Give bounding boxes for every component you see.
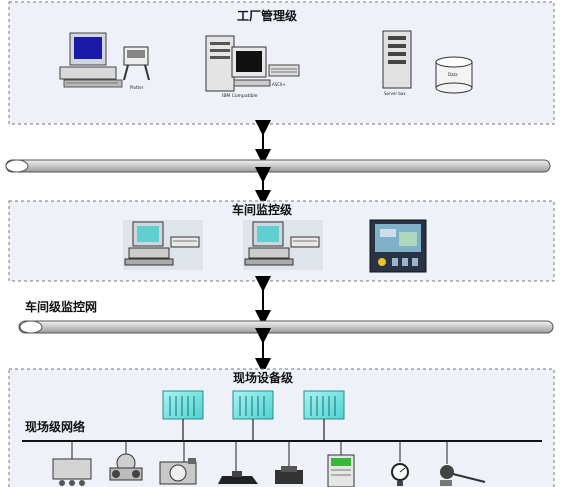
pc-label: IBM Compatible bbox=[222, 93, 258, 99]
server-label: Server box bbox=[384, 91, 406, 96]
hmi-panel-icon bbox=[369, 219, 427, 273]
io-module-3-icon bbox=[303, 390, 345, 420]
pc-keyboard-icon: ASCII+ bbox=[268, 64, 300, 87]
factory-level-title: 工厂管理级 bbox=[237, 8, 297, 23]
field-level-band: 现场设备级 现场级网络 bbox=[8, 368, 555, 487]
field-device-sensor-icon bbox=[218, 471, 258, 484]
field-device-flowmeter-icon bbox=[159, 458, 197, 485]
field-device-gauge-icon bbox=[391, 463, 409, 486]
server-icon: Server box bbox=[382, 30, 412, 96]
workstation-icon bbox=[59, 32, 123, 88]
database-icon: Data bbox=[435, 56, 473, 94]
plotter-icon: Plotter bbox=[123, 46, 150, 90]
plant-bus-pipe bbox=[5, 159, 551, 173]
workshop-bus-pipe bbox=[18, 320, 554, 334]
operator-station-2-icon bbox=[243, 220, 323, 270]
field-device-controller-icon bbox=[327, 454, 355, 487]
field-level-title: 现场设备级 bbox=[233, 370, 293, 385]
field-device-drive-icon bbox=[52, 458, 92, 486]
field-device-transmitter-icon bbox=[275, 466, 303, 484]
pc-side-label: ASCII+ bbox=[272, 82, 286, 87]
factory-level-band: 工厂管理级 Plotter IBM Compat bbox=[8, 1, 555, 125]
plotter-label: Plotter bbox=[130, 85, 144, 90]
workshop-level-title: 车间监控级 bbox=[232, 202, 292, 217]
workshop-network-label: 车间级监控网 bbox=[25, 299, 97, 314]
io-module-1-icon bbox=[162, 390, 204, 420]
workshop-level-band: 车间监控级 bbox=[8, 200, 555, 282]
field-device-probe-icon bbox=[440, 465, 486, 486]
database-label: Data bbox=[448, 72, 458, 77]
field-network-label: 现场级网络 bbox=[25, 419, 85, 434]
operator-station-1-icon bbox=[123, 220, 203, 270]
pc-tower-icon bbox=[205, 35, 235, 92]
pc-monitor-icon: IBM Compatible bbox=[222, 46, 271, 99]
io-module-2-icon bbox=[232, 390, 274, 420]
field-device-valve-icon bbox=[109, 453, 143, 481]
